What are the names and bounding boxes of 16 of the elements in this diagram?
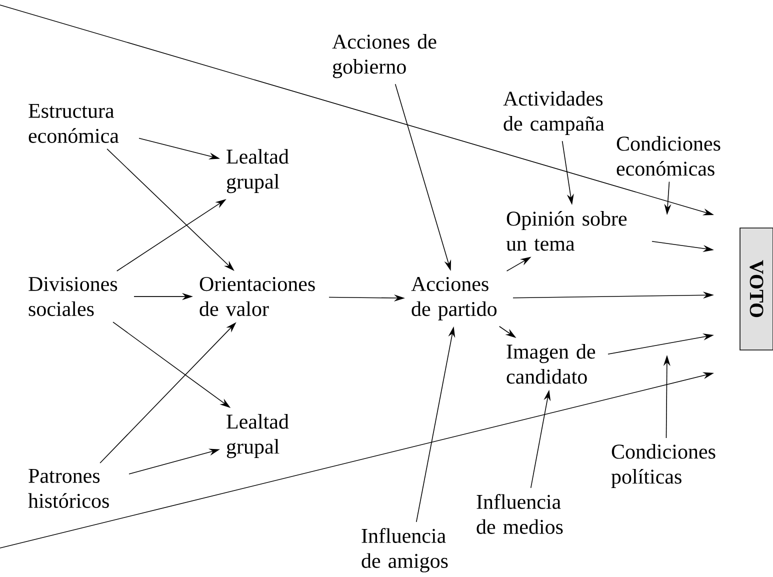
factor-label: Acciones de partido [411,276,497,320]
factor-label: Orientaciones de valor [200,276,315,316]
factor-label: Estructura económica [28,104,119,143]
factor-label: Lealtad grupal [226,414,289,458]
factor-label: Imagen de candidato [506,344,596,384]
factor-label: Influencia de amigos [362,528,448,572]
factor-label: Influencia de medios [476,494,563,534]
factor-label: Opinión sobre un tema [506,210,627,251]
factor-label: Actividades de campaña [503,91,604,136]
factor-label: Condiciones económicas [616,136,720,176]
factor-label: Lealtad grupal [226,149,289,194]
vote-box: VOTO [740,228,773,350]
factor-label: Patrones históricos [28,468,109,508]
factor-label: Divisiones sociales [28,276,118,316]
factor-label: Condiciones políticas [611,444,716,488]
factor-label: Acciones de gobierno [332,34,436,78]
